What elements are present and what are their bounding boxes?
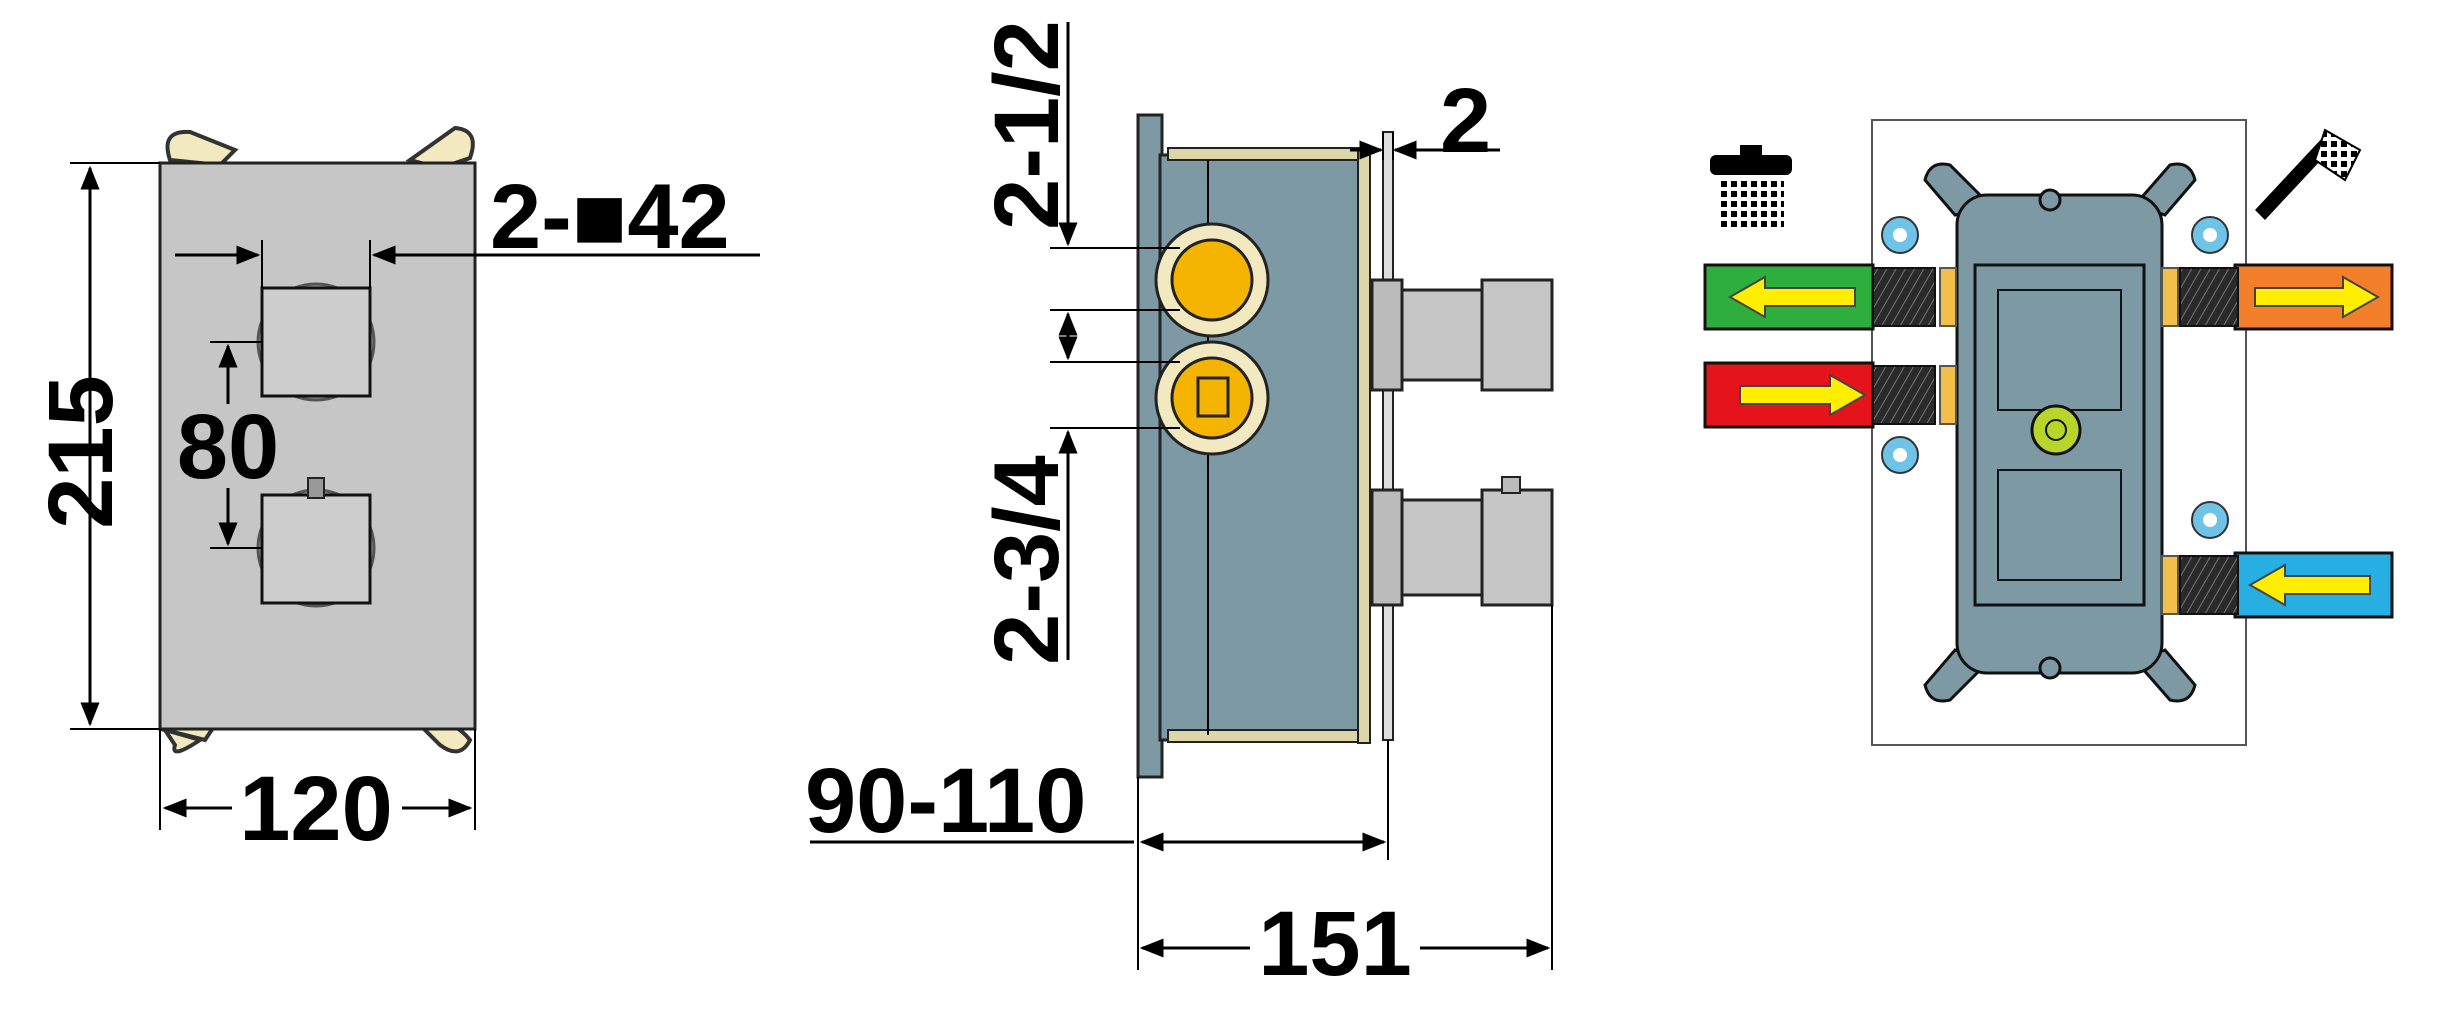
tape-roll-icon bbox=[1881, 216, 2229, 539]
dimension-knob-size: 2-■42 bbox=[490, 166, 730, 268]
install-view bbox=[1703, 119, 2394, 746]
cover-plate-side bbox=[1382, 131, 1394, 741]
spindle-top bbox=[1400, 288, 1484, 382]
dimension-top-port: 2-1/2 bbox=[976, 20, 1078, 230]
hand-shower-icon bbox=[2255, 128, 2362, 220]
port-bottom bbox=[1170, 356, 1254, 440]
dimension-cover: 2 bbox=[1440, 70, 1491, 172]
valve-box-bottom-lip bbox=[1167, 729, 1359, 743]
dimension-total-depth: 151 bbox=[1258, 893, 1412, 995]
pipe-top-right bbox=[2179, 263, 2394, 331]
overhead-shower-icon bbox=[1710, 145, 1792, 230]
dimension-depth-range: 90-110 bbox=[805, 750, 1086, 852]
side-view: 2-1/2 2-3/4 2 90-110 151 bbox=[805, 20, 1554, 995]
mounting-ear-top-left bbox=[165, 129, 239, 168]
pipe-middle-left bbox=[1703, 361, 1936, 429]
dimension-80: 80 bbox=[177, 396, 279, 498]
knob-top[interactable] bbox=[260, 286, 372, 398]
dimension-215: 215 bbox=[30, 375, 132, 529]
port-top bbox=[1170, 238, 1254, 322]
valve-box-front-rim bbox=[1357, 147, 1371, 744]
knob-side-top[interactable] bbox=[1480, 278, 1554, 392]
dimension-120: 120 bbox=[239, 758, 393, 860]
cover-plate bbox=[158, 161, 477, 731]
knob-indicator bbox=[307, 477, 325, 499]
valve-box-flange bbox=[1136, 113, 1164, 779]
dimension-bottom-port: 2-3/4 bbox=[976, 455, 1078, 665]
knob-bottom[interactable] bbox=[260, 493, 372, 605]
valve-box-top-lip bbox=[1167, 147, 1359, 161]
mounting-ear-top-right bbox=[405, 125, 475, 171]
pipe-bottom-right bbox=[2179, 551, 2394, 619]
knob-side-bottom[interactable] bbox=[1480, 488, 1554, 607]
pipe-top-left bbox=[1703, 263, 1936, 331]
valve-center-port bbox=[2030, 404, 2082, 456]
front-view: 215 120 80 2-■42 bbox=[30, 125, 760, 860]
spindle-bottom bbox=[1400, 498, 1484, 597]
